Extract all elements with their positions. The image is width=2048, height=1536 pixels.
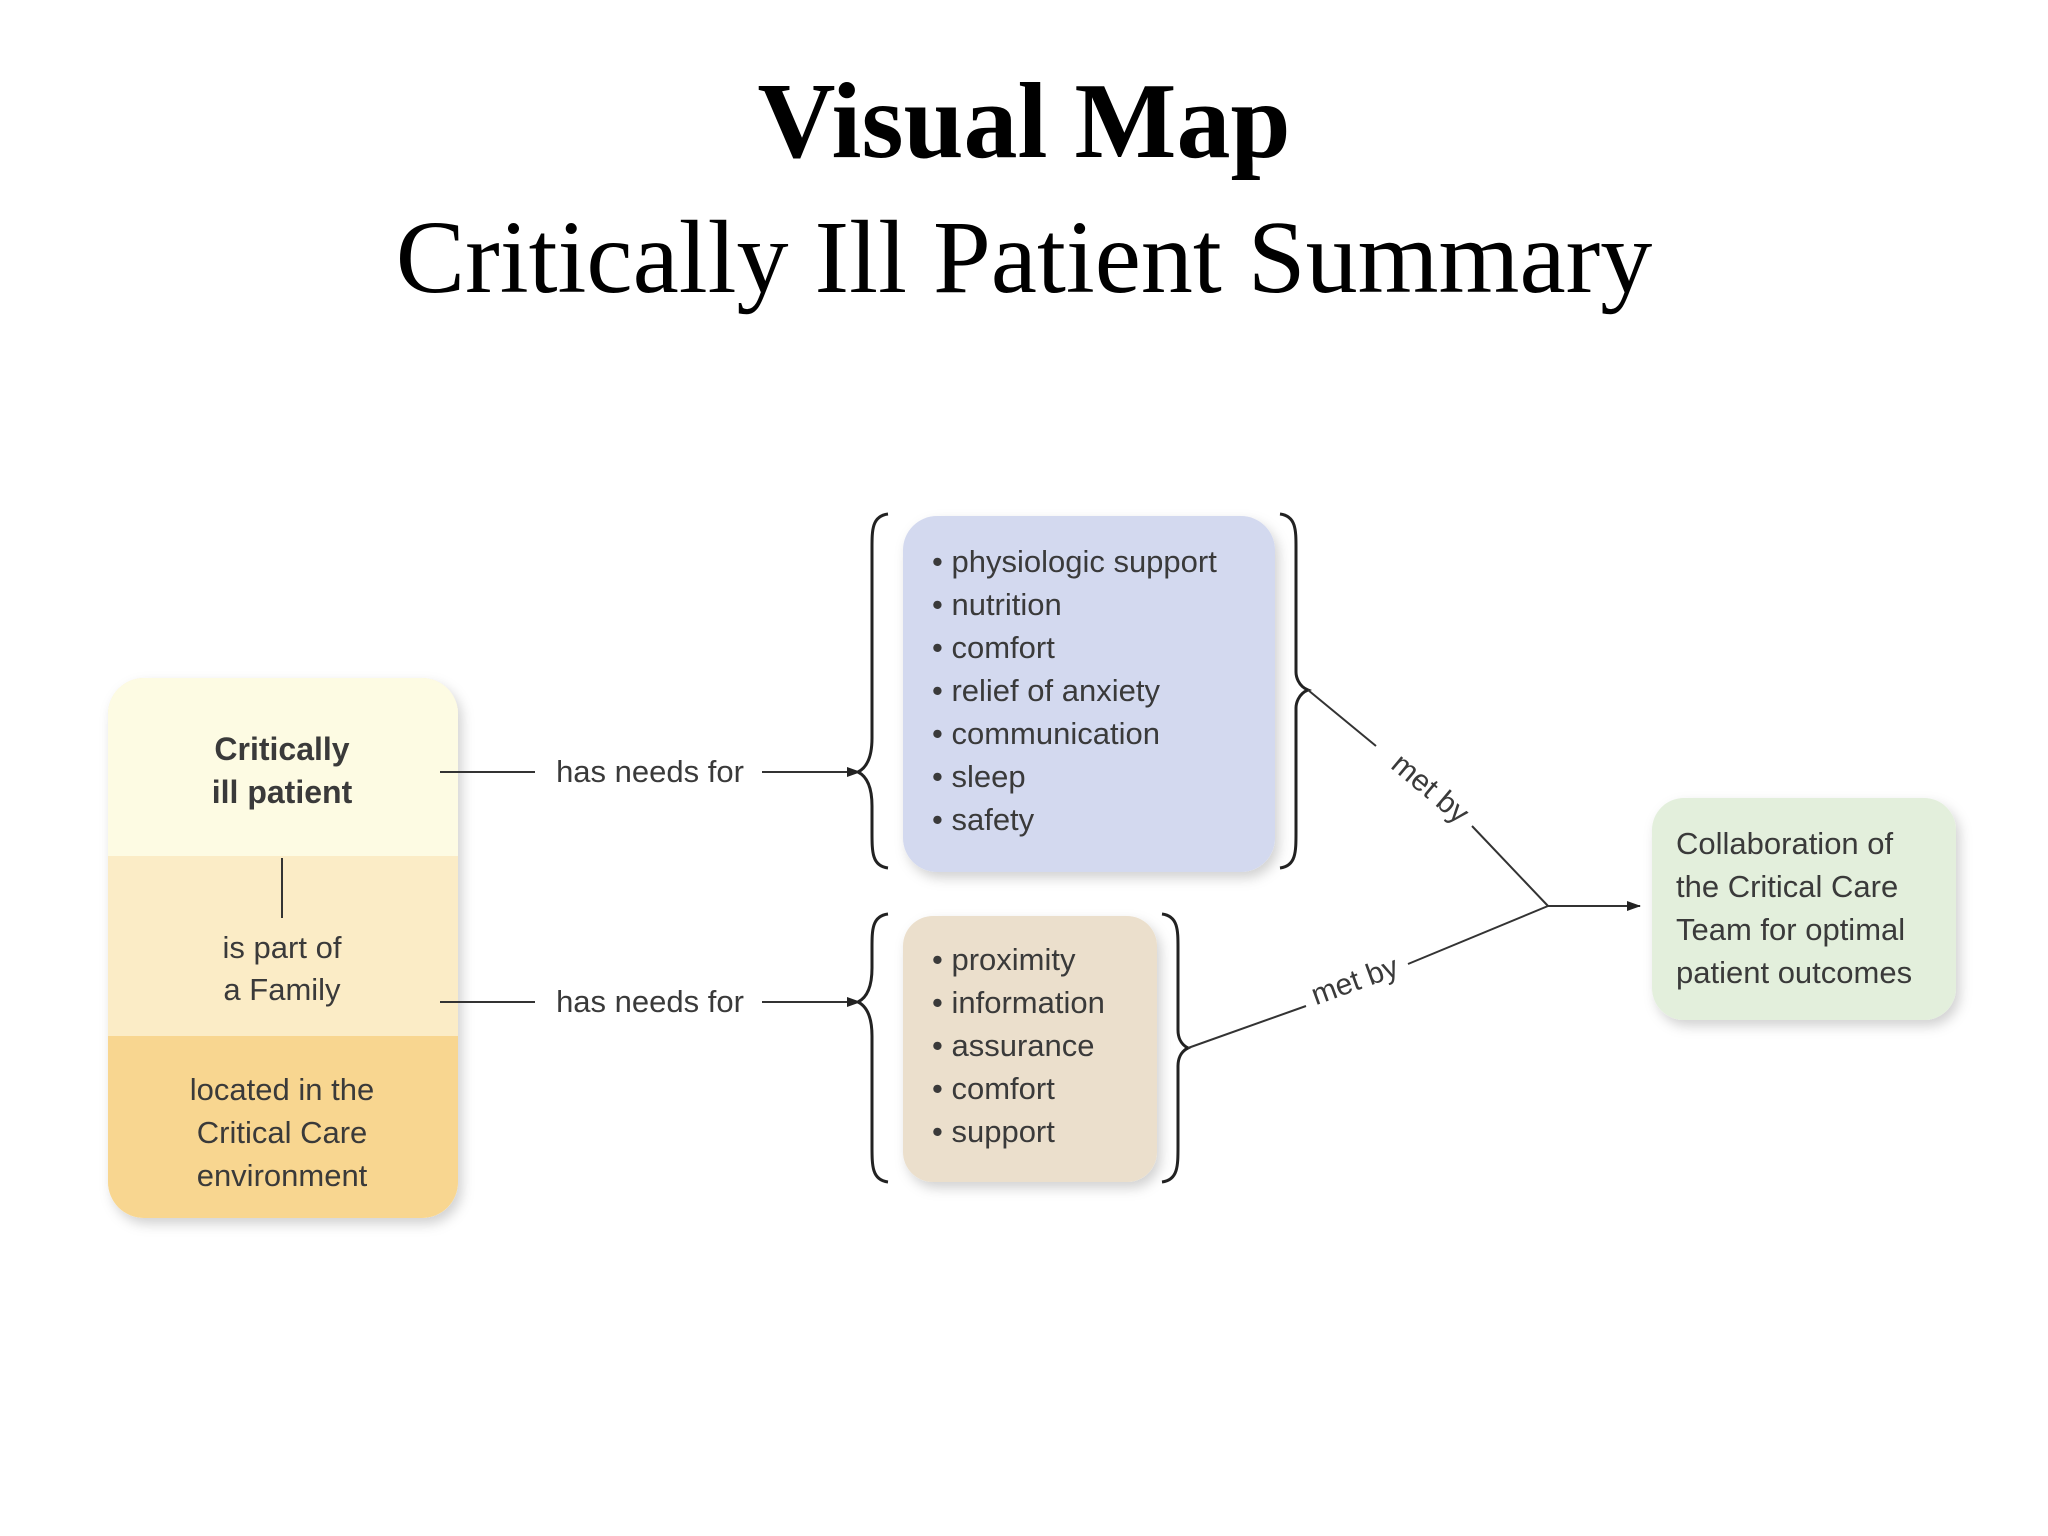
family-need-item: • proximity: [932, 942, 1076, 977]
met-by-lower-connector: [1187, 905, 1549, 1049]
family-need-item: • information: [932, 985, 1105, 1020]
patient-bottom-label-line2: Critical Care: [197, 1115, 368, 1150]
patient-needs-right-brace: [1279, 512, 1313, 870]
patient-need-item: • sleep: [932, 759, 1026, 794]
patient-need-item: • safety: [932, 802, 1035, 837]
family-need-item: • assurance: [932, 1028, 1095, 1063]
patient-bottom-label-line3: environment: [197, 1158, 368, 1193]
patient-needs-box: [903, 516, 1275, 872]
outcome-line2: the Critical Care: [1676, 869, 1898, 904]
family-needs-list: • proximity • information • assurance • com…: [932, 942, 1105, 1149]
patient-need-item: • communication: [932, 716, 1160, 751]
patient-need-item: • physiologic support: [932, 544, 1217, 579]
outcome-box: [1652, 798, 1956, 1020]
patient-needs-left-brace: [854, 512, 889, 870]
patient-bottom-label-line1: located in the: [190, 1072, 374, 1107]
patient-link-label: has needs for: [556, 754, 744, 789]
slide-subtitle: Critically Ill Patient Summary: [395, 200, 1653, 315]
slide-title: Visual Map: [757, 62, 1291, 181]
patient-need-item: • nutrition: [932, 587, 1062, 622]
outcome-line1: Collaboration of: [1676, 826, 1894, 861]
met-by-upper-connector: [1307, 689, 1549, 907]
family-needs-box: [903, 916, 1157, 1182]
met-by-upper-label: met by: [1385, 747, 1475, 830]
patient-need-item: • comfort: [932, 630, 1055, 665]
patient-middle-label-line1: is part of: [223, 930, 342, 965]
patient-box-bottom-section: [108, 1036, 458, 1218]
patient-needs-list: • physiologic support • nutrition • comfor…: [932, 544, 1217, 837]
outcome-line4: patient outcomes: [1676, 955, 1912, 990]
patient-middle-label-line2: a Family: [223, 972, 341, 1007]
family-link-label: has needs for: [556, 984, 744, 1019]
patient-box: [108, 678, 458, 1218]
family-needs-left-brace: [854, 912, 889, 1184]
patient-top-label-line1: Critically: [214, 731, 349, 767]
family-need-item: • support: [932, 1114, 1055, 1149]
family-need-item: • comfort: [932, 1071, 1055, 1106]
patient-box-top-section: [108, 678, 458, 856]
met-by-lower-label: met by: [1307, 950, 1403, 1012]
outcome-line3: Team for optimal: [1676, 912, 1905, 947]
patient-top-label-line2: ill patient: [212, 774, 353, 810]
family-needs-right-brace: [1161, 912, 1192, 1184]
patient-need-item: • relief of anxiety: [932, 673, 1160, 708]
